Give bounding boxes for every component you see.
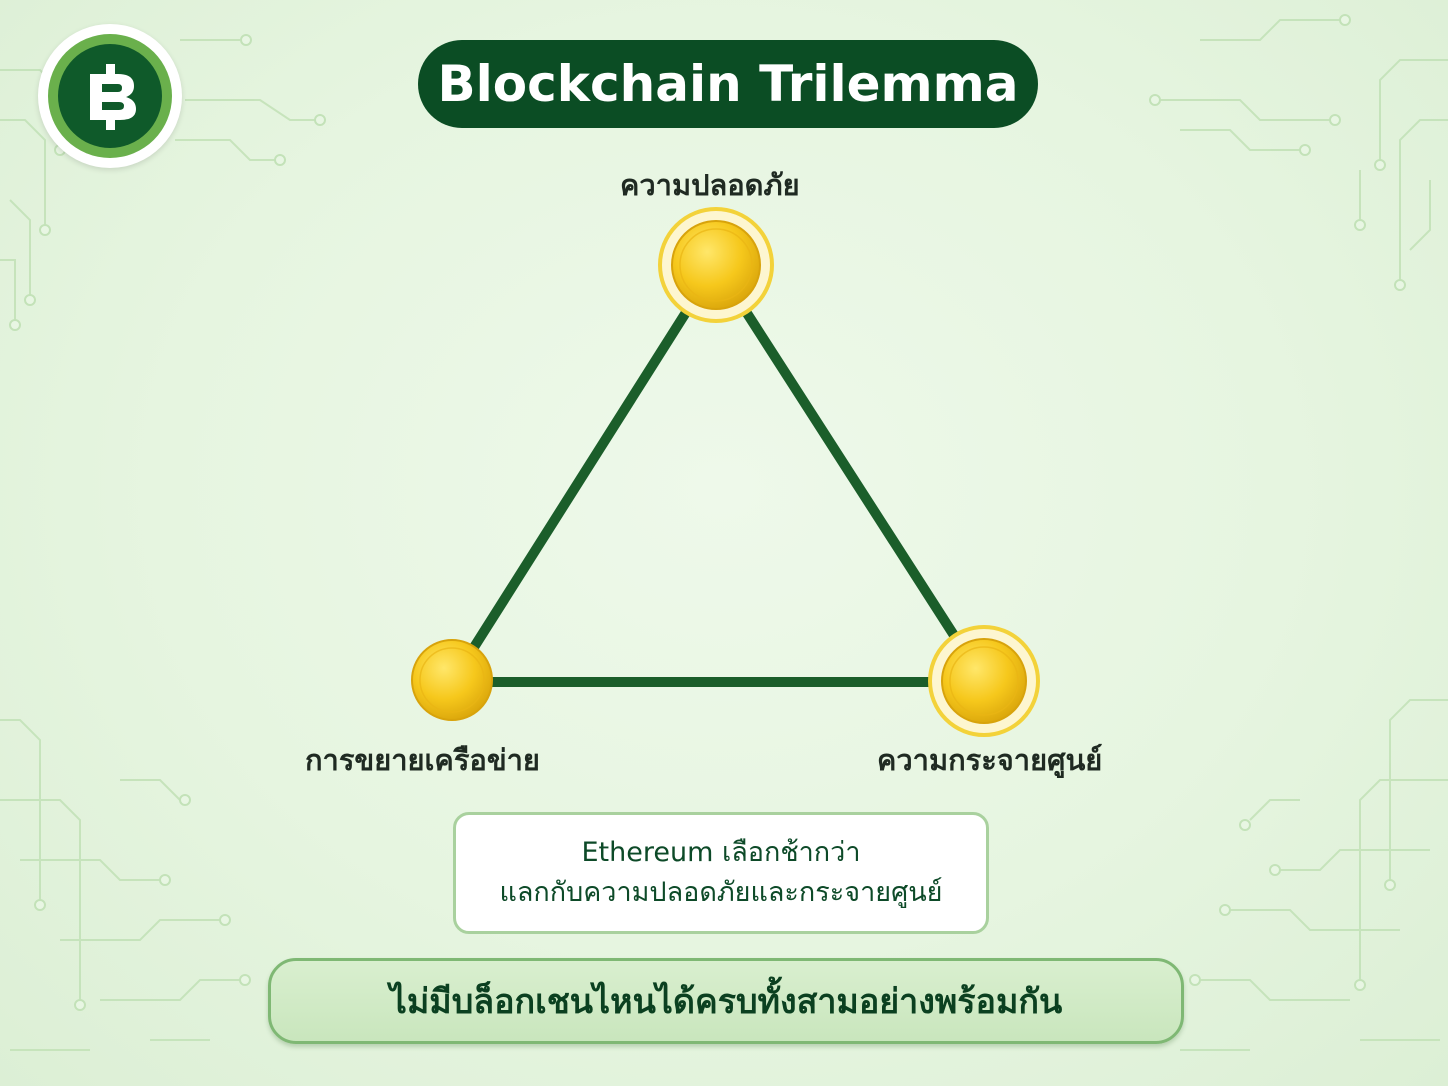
conclusion-banner: ไม่มีบล็อกเชนไหนได้ครบทั้งสามอย่างพร้อมก… (268, 958, 1184, 1044)
baht-coin-icon (48, 34, 172, 158)
baht-coin-logo (38, 24, 182, 168)
info-line-2: แลกกับความปลอดภัยและกระจายศูนย์ (499, 877, 943, 908)
edge-top-left (447, 260, 721, 687)
edge-top-right (711, 260, 989, 687)
label-security: ความปลอดภัย (620, 168, 800, 202)
info-line-1: Ethereum เลือกช้ากว่า (581, 837, 861, 868)
node-decentralization (928, 625, 1040, 737)
label-decentralization: ความกระจายศูนย์ (877, 743, 1103, 777)
label-scalability: การขยายเครือข่าย (305, 743, 540, 777)
node-security (658, 207, 774, 323)
ethereum-info-box: Ethereum เลือกช้ากว่า แลกกับความปลอดภัยแ… (453, 812, 989, 934)
node-scalability (411, 639, 493, 721)
page-title: Blockchain Trilemma (418, 40, 1038, 128)
